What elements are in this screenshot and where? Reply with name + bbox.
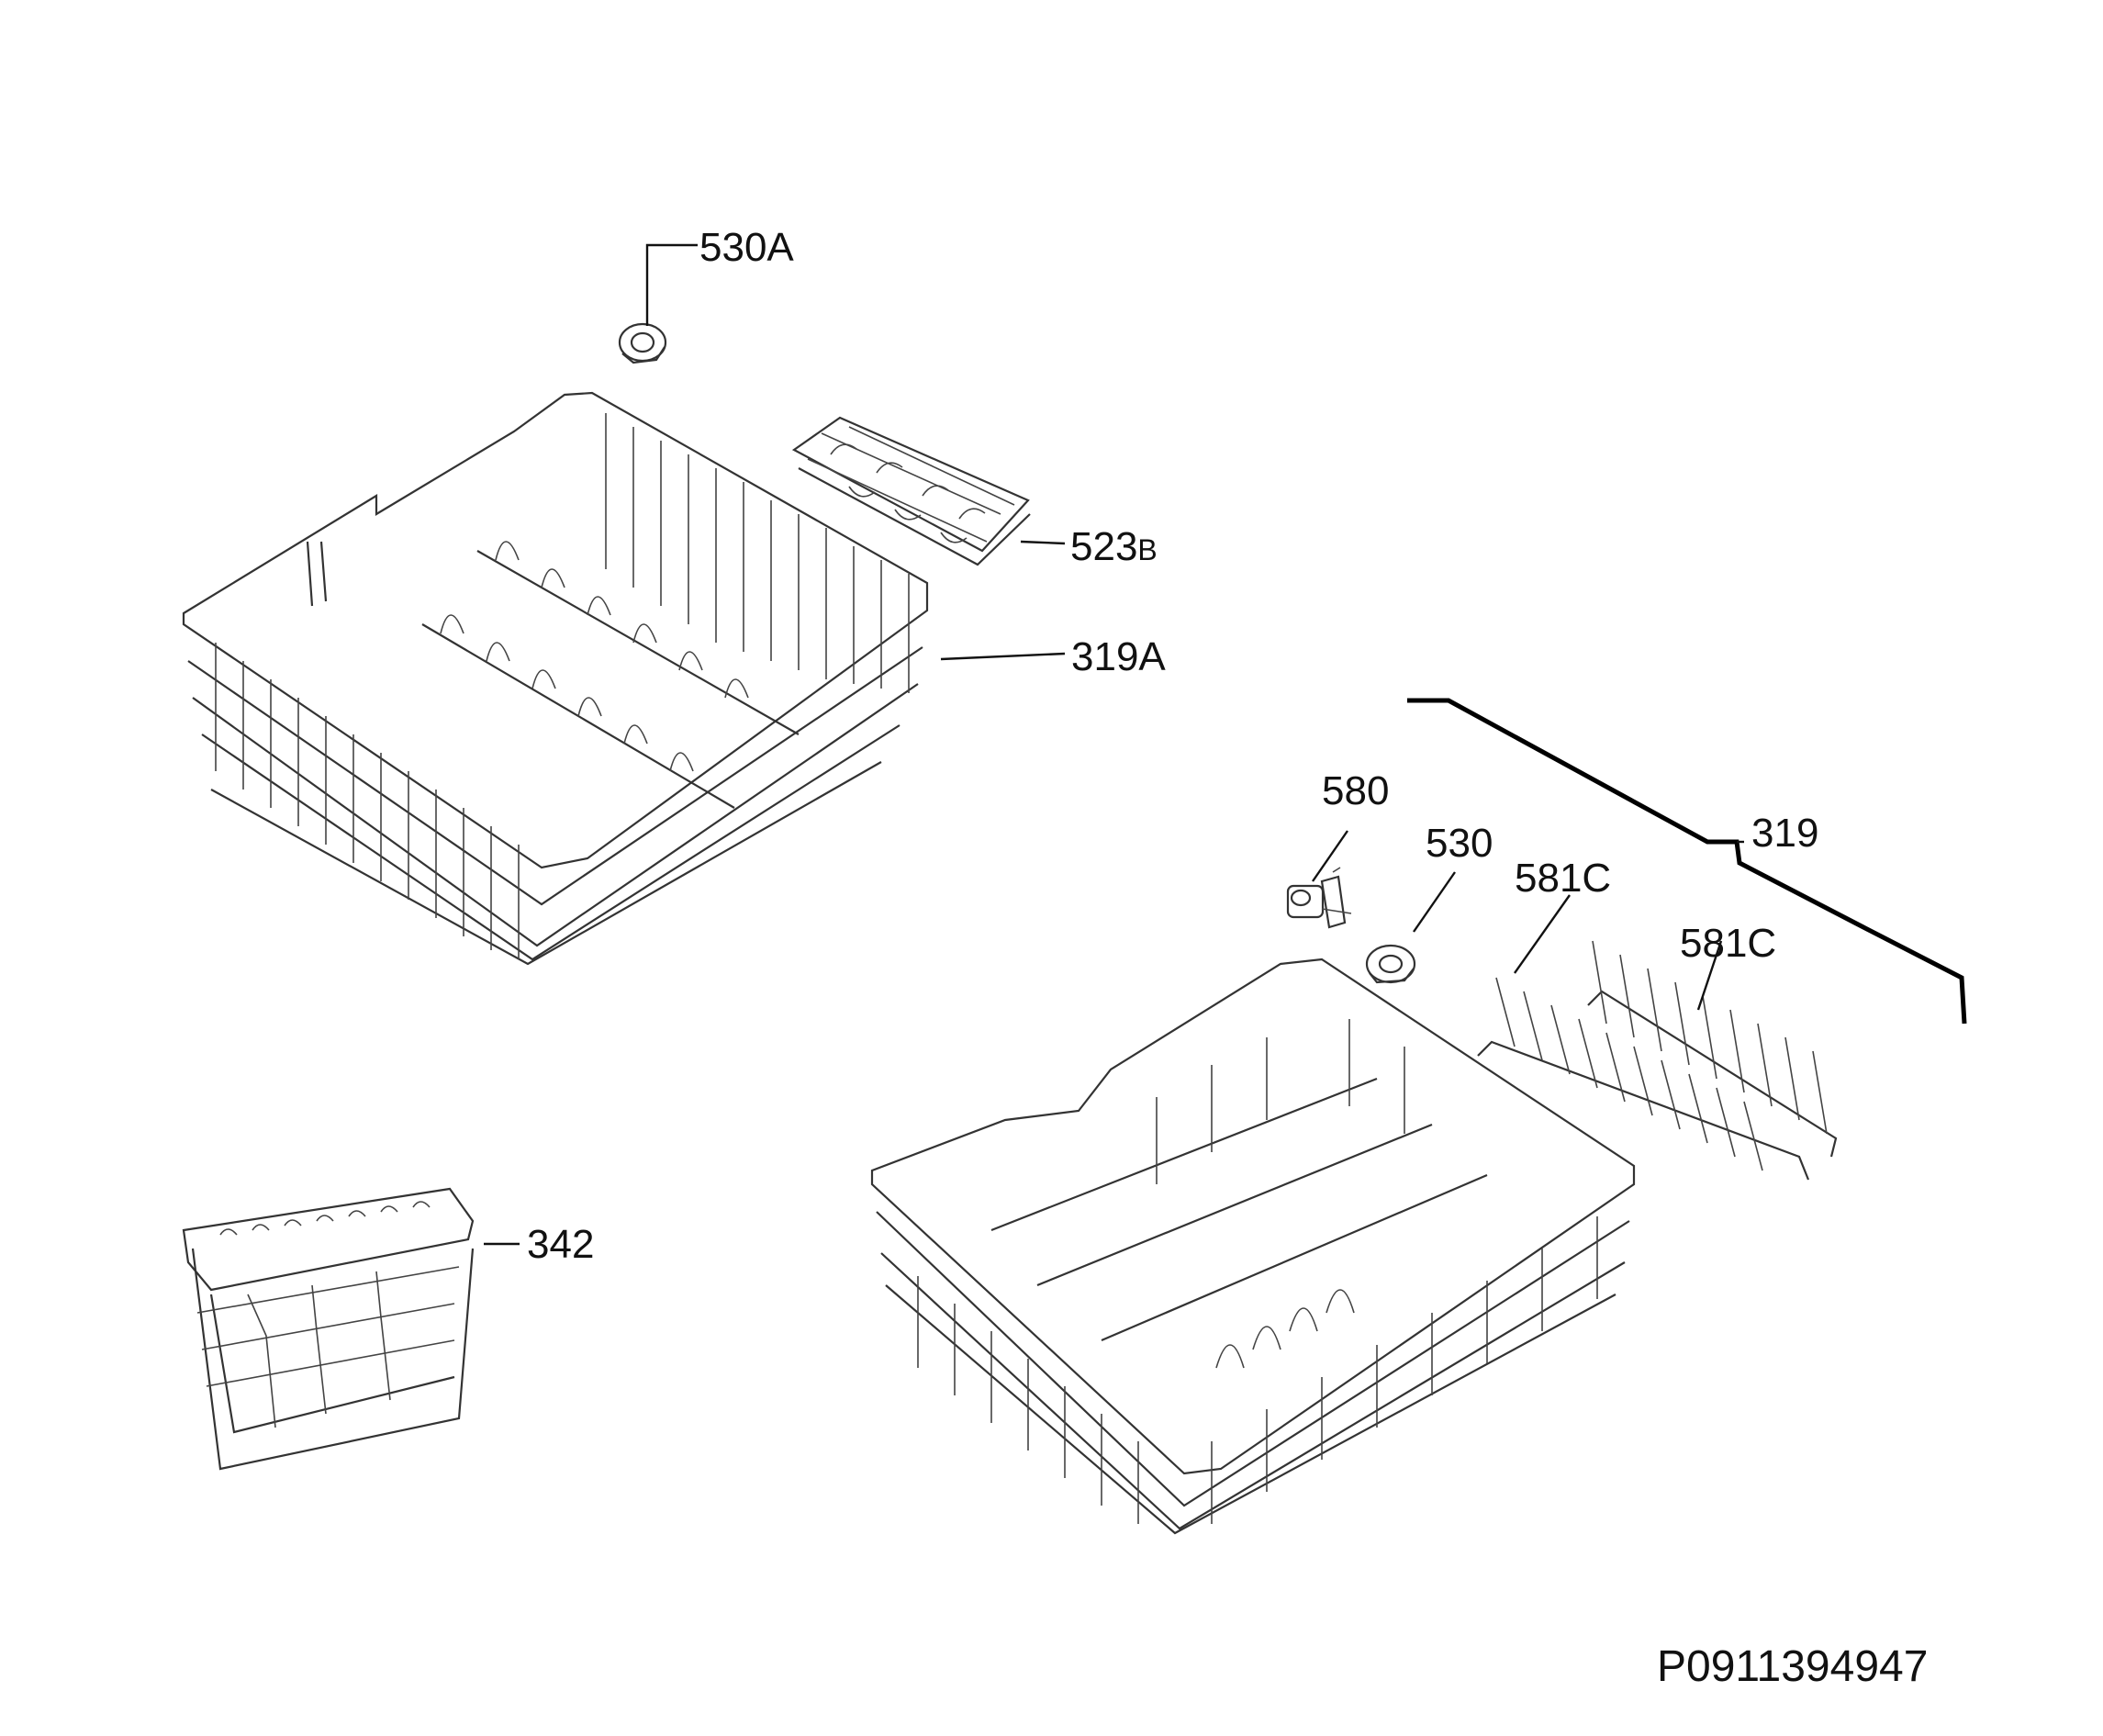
label-581c-right: 581C (1680, 921, 1777, 966)
wheel-lower-part (1365, 871, 1456, 984)
label-581c-left: 581C (1515, 856, 1612, 901)
label-342: 342 (527, 1222, 595, 1267)
label-580: 580 (1322, 768, 1390, 813)
tine-row-left-part (1477, 894, 1810, 1181)
upper-basket-part (182, 391, 1066, 966)
label-523b-main: 523 (1070, 524, 1138, 569)
label-319: 319 (1751, 811, 1819, 856)
cup-shelf-part (791, 416, 1066, 566)
drawing-id: P0911394947 (1657, 1642, 1929, 1691)
wheel-upper-part (618, 243, 698, 364)
label-523b: 523B (1070, 527, 1158, 567)
slide-rail-part (1407, 698, 1967, 1025)
label-530a: 530A (699, 225, 794, 270)
cutlery-basket-part (182, 1187, 520, 1471)
label-319a: 319A (1071, 634, 1166, 679)
lower-basket-part (870, 958, 1636, 1535)
tine-row-right-part (1587, 940, 1838, 1158)
clip-part (1286, 830, 1352, 929)
label-523b-suffix: B (1137, 533, 1158, 566)
label-530: 530 (1426, 821, 1493, 866)
